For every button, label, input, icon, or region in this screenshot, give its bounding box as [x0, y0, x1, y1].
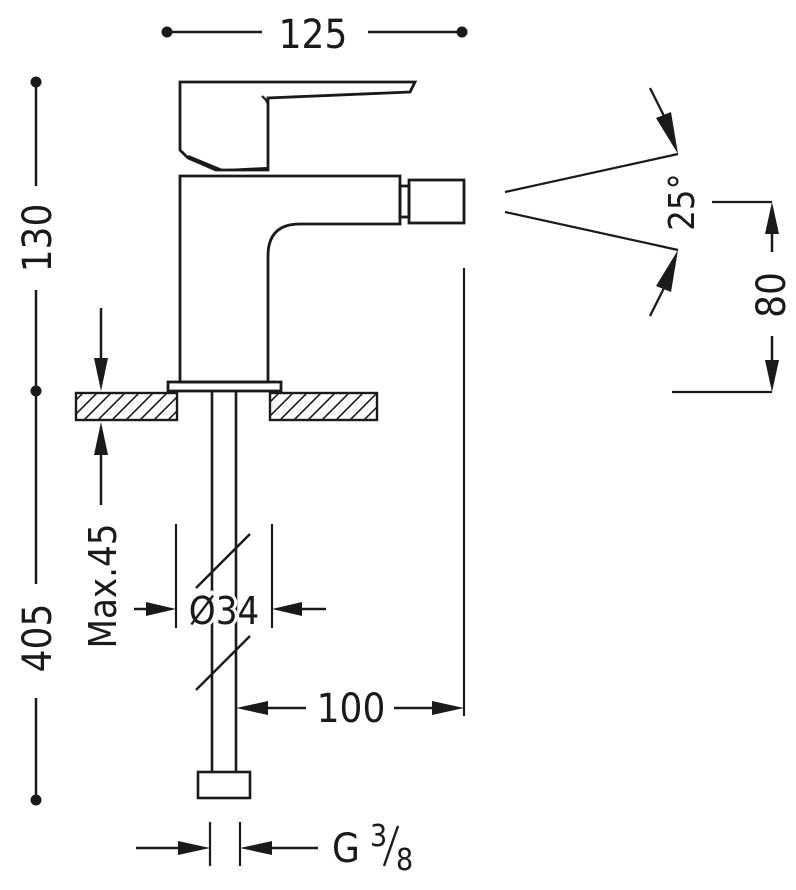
dimension-label-25deg: 25° [662, 173, 703, 230]
dimension-max45: Max.45 [81, 308, 125, 649]
dimension-diameter-34: Ø34 [134, 524, 326, 636]
dimension-label-100: 100 [317, 686, 386, 732]
dimension-dot [30, 794, 42, 806]
dimension-label-80: 80 [749, 272, 795, 318]
arrow-left-icon [236, 701, 268, 715]
dimension-125: 125 [161, 12, 468, 58]
dimension-label-max45: Max.45 [81, 523, 125, 648]
countertop-section [74, 391, 379, 422]
dimension-405: 405 [15, 385, 61, 806]
dimension-100: 100 [236, 268, 466, 732]
dimension-80: 80 [672, 200, 795, 394]
supply-pipe [195, 391, 252, 800]
arrow-right-icon [146, 602, 176, 616]
arrow-up-icon [656, 250, 678, 292]
dimension-label-405: 405 [15, 604, 61, 673]
arrow-up-icon [765, 202, 779, 234]
thread-label-g: G [332, 826, 360, 872]
arrow-up-icon [94, 422, 108, 455]
dimension-spray-angle: 25° [504, 87, 703, 317]
arrow-down-icon [765, 360, 779, 392]
thread-fraction-denominator: 8 [396, 843, 413, 878]
arrow-down-icon [94, 358, 108, 391]
mixer-body [166, 80, 466, 393]
dimension-label-130: 130 [15, 204, 61, 273]
dimension-label-125: 125 [279, 12, 348, 58]
dimension-dot [456, 26, 468, 38]
dimension-dot [161, 26, 173, 38]
arrow-down-icon [656, 112, 678, 154]
arrow-left-icon [272, 602, 302, 616]
dimension-130: 130 [15, 76, 61, 391]
thread-fraction-numerator: 3 [370, 819, 387, 854]
dimension-thread: G 3 8 [136, 819, 413, 878]
arrow-left-icon [240, 841, 272, 855]
arrow-right-icon [432, 701, 464, 715]
arrow-right-icon [178, 841, 210, 855]
dimension-label-diameter: Ø34 [189, 589, 259, 633]
